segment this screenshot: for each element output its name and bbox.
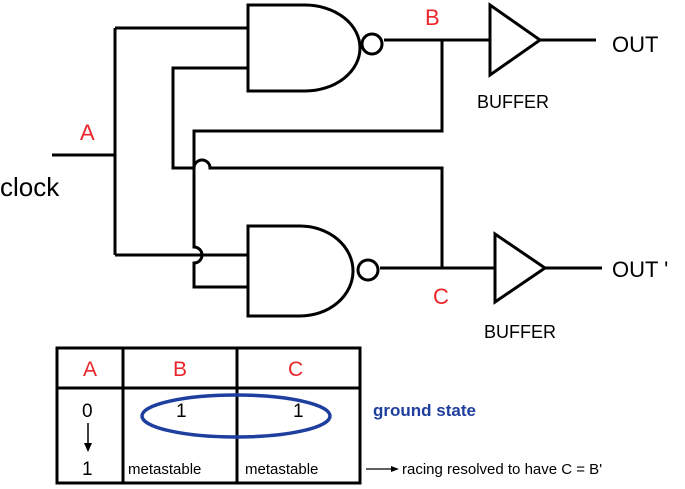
top-nand-gate [246,3,384,93]
node-a-label: A [80,120,95,145]
racing-arrow-head [391,466,399,472]
racing-note: racing resolved to have C = B' [402,461,602,478]
node-c-label: C [433,284,449,309]
table-row0-b: 1 [176,401,187,422]
transition-arrow-head [84,443,92,452]
ground-state-ellipse [140,393,332,439]
bottom-nand-bubble [356,258,380,282]
node-b-label: B [425,5,440,30]
out-prime-label: OUT ' [612,257,668,282]
top-nand-bubble [360,32,384,56]
bottom-nand-gate [246,224,380,318]
b-feedback-wire [192,40,444,289]
clock-label: clock [0,172,60,202]
table-row1-c: metastable [245,461,318,478]
bottom-buffer-label: BUFFER [484,322,556,342]
truth-table: A B C 0 1 1 1 metastable metastable [55,346,362,485]
table-header-a: A [83,358,97,381]
table-row1-b: metastable [128,461,201,478]
ground-state-label: ground state [373,401,476,420]
top-buffer [488,2,543,78]
table-header-b: B [173,358,187,381]
table-row0-a: 0 [82,401,93,422]
bottom-buffer [493,231,548,305]
table-header-c: C [288,358,303,381]
table-row1-a: 1 [82,459,93,480]
table-row0-c: 1 [293,401,304,422]
out-label: OUT [612,32,658,57]
top-buffer-label: BUFFER [477,92,549,112]
